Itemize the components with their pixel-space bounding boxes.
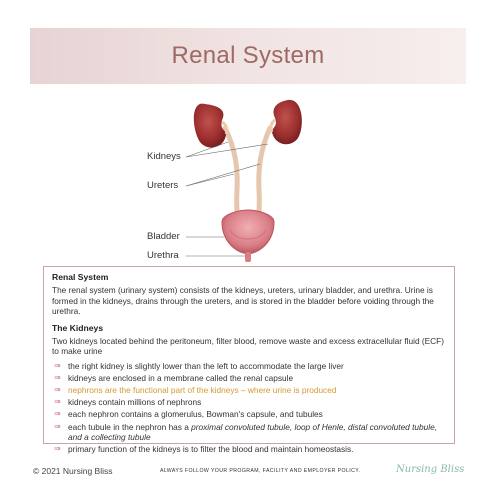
arrow-right-icon: ⇒	[54, 361, 61, 371]
section-body-renal-system: The renal system (urinary system) consis…	[52, 285, 434, 317]
right-kidney	[269, 99, 302, 145]
footer: © 2021 Nursing Bliss ALWAYS FOLLOW YOUR …	[0, 464, 495, 480]
list-item: ⇒each tubule in the nephron has a proxim…	[54, 421, 438, 443]
list-item: ⇒primary function of the kidneys is to f…	[54, 444, 354, 455]
section-heading-renal-system: Renal System	[52, 272, 109, 282]
list-item: ⇒each nephron contains a glomerulus, Bow…	[54, 409, 323, 420]
list-item: ⇒kidneys are enclosed in a membrane call…	[54, 373, 294, 384]
content-box: Renal System The renal system (urinary s…	[43, 266, 455, 454]
arrow-right-icon: ⇒	[54, 397, 61, 407]
page-title: Renal System	[171, 42, 325, 69]
list-item-highlighted: ⇒nephrons are the functional part of the…	[54, 385, 337, 396]
bladder	[221, 209, 275, 262]
kidney-facts-list: ⇒the right kidney is slightly lower than…	[52, 361, 446, 455]
urinary-system-diagram: Kidneys Ureters Bladder Urethra	[0, 90, 495, 270]
right-ureter	[256, 125, 273, 228]
arrow-right-icon: ⇒	[54, 444, 61, 454]
list-item: ⇒kidneys contain millions of nephrons	[54, 397, 202, 408]
title-banner: Renal System	[30, 28, 466, 84]
label-kidneys: Kidneys	[147, 151, 181, 162]
section-body-kidneys: Two kidneys located behind the peritoneu…	[52, 335, 444, 357]
arrow-right-icon: ⇒	[54, 373, 61, 383]
label-bladder: Bladder	[147, 231, 180, 242]
left-kidney	[193, 103, 229, 148]
label-ureters: Ureters	[147, 180, 179, 191]
arrow-right-icon: ⇒	[54, 409, 61, 419]
list-item: ⇒the right kidney is slightly lower than…	[54, 361, 344, 372]
brand-logo: Nursing Bliss	[396, 464, 465, 475]
arrow-right-icon: ⇒	[54, 385, 61, 395]
copyright-text: © 2021 Nursing Bliss	[33, 466, 113, 476]
arrow-right-icon: ⇒	[54, 421, 61, 431]
policy-notice: ALWAYS FOLLOW YOUR PROGRAM, FACILITY AND…	[160, 468, 361, 474]
section-heading-kidneys: The Kidneys	[52, 322, 104, 333]
label-urethra: Urethra	[147, 250, 179, 261]
